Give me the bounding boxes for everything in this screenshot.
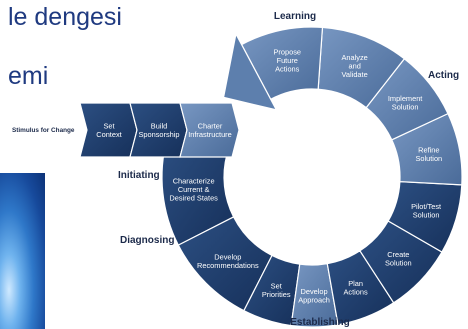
cycle-segment (317, 26, 406, 109)
cycle-segment (240, 26, 324, 101)
cycle-segment (365, 57, 449, 141)
phase-acting-label: Acting (428, 70, 459, 81)
cycle-segment (390, 112, 463, 186)
phase-learning-label: Learning (274, 11, 316, 22)
phase-initiating-label: Initiating (118, 170, 160, 181)
stimulus-for-change-label: Stimulus for Change (12, 127, 75, 134)
cycle-arrow-head (222, 32, 278, 111)
cycle-segment (326, 249, 395, 326)
cycle-segment (387, 180, 463, 253)
cycle-segment (359, 220, 443, 304)
phase-establishing-label: Establishing (290, 317, 349, 328)
water-ripple-image (0, 173, 45, 329)
cycle-segment (290, 262, 339, 328)
cycle-segment (243, 254, 301, 327)
slide-title-line-1: le dengesi (8, 3, 122, 31)
cycle-segment (177, 216, 273, 312)
initiating-step (179, 102, 240, 158)
slide-title-line-2: emi (8, 62, 49, 90)
phase-diagnosing-label: Diagnosing (120, 235, 174, 246)
